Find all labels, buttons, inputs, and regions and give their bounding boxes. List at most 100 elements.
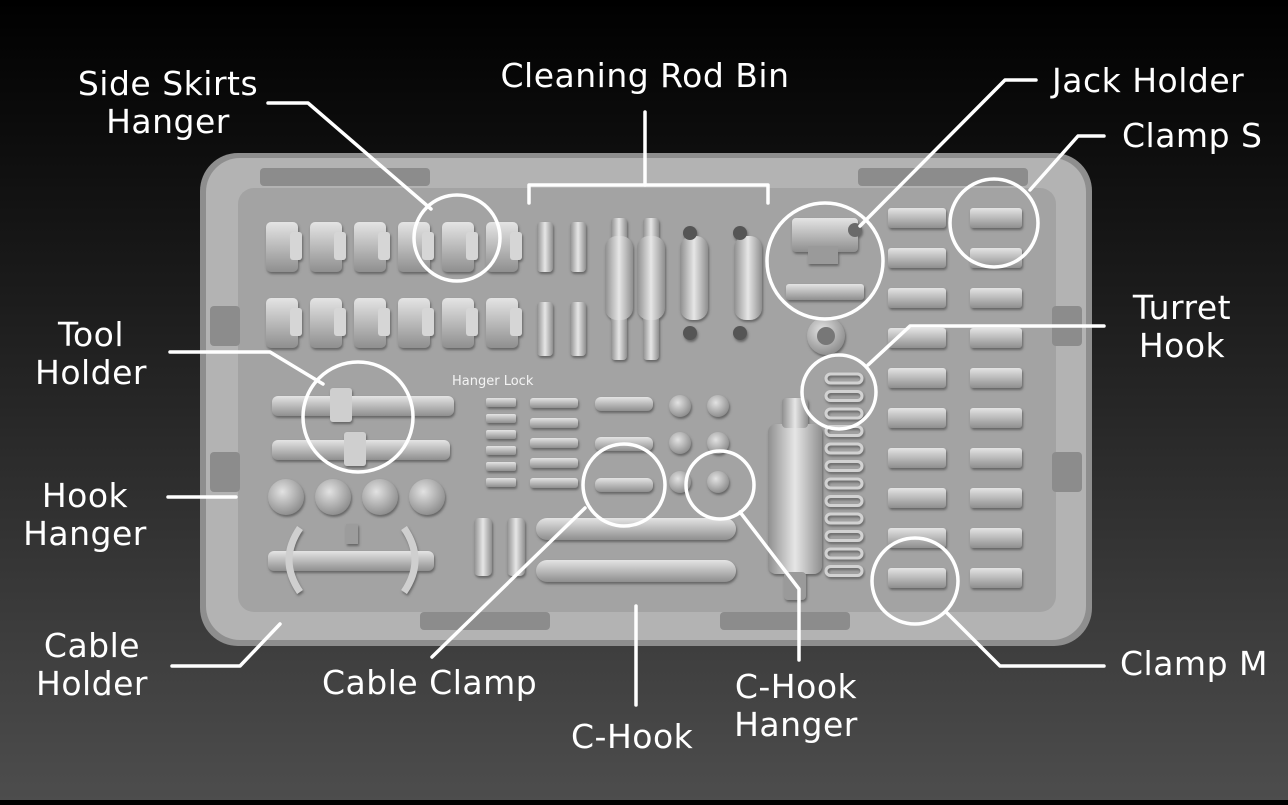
hook-hanger-disc xyxy=(362,479,398,515)
clamp xyxy=(888,568,946,588)
c-hook-hanger-parts xyxy=(669,395,729,493)
side-skirts-hanger-callout-ring xyxy=(412,193,502,283)
side-skirts-hanger-tab xyxy=(510,308,522,336)
tool-holder-clip xyxy=(330,388,352,422)
side-skirts-hanger-tab xyxy=(466,232,478,260)
side-skirts-hanger-tab xyxy=(290,308,302,336)
turret-hook-label: Turret Hook xyxy=(1116,289,1248,365)
cable-clamp-side xyxy=(474,518,492,576)
tool-holder-label: Tool Holder xyxy=(28,316,154,392)
clamp xyxy=(888,248,946,268)
clamp xyxy=(970,448,1022,468)
side-skirts-hanger xyxy=(266,298,298,348)
hook-hanger-parts xyxy=(268,479,445,515)
rod-bin-wheel xyxy=(637,236,665,320)
rod-bin-small-clip xyxy=(537,222,553,272)
side-skirts-hanger xyxy=(442,298,474,348)
c-hook-hanger-knob xyxy=(669,395,691,417)
side-skirts-hanger-parts xyxy=(266,222,522,348)
side-skirts-hanger-leader xyxy=(266,101,433,211)
hook-hanger-disc xyxy=(268,479,304,515)
side-skirts-hanger-tab xyxy=(422,308,434,336)
jack-holder-label: Jack Holder xyxy=(1052,61,1245,100)
rim-notch xyxy=(720,612,850,630)
hanger-lock-bar xyxy=(486,462,516,471)
turret-hook xyxy=(824,477,864,490)
jack-cylinder-top xyxy=(782,398,808,428)
hook-hanger-label-line-2: Hanger xyxy=(23,514,147,553)
rod-bin-wheel xyxy=(734,236,762,320)
clamp xyxy=(888,408,946,428)
side-skirts-hanger-tab xyxy=(378,232,390,260)
hook-hanger-label: Hook Hanger xyxy=(14,477,156,553)
turret-hook-label-line-2: Hook xyxy=(1138,326,1226,365)
clamp-parts xyxy=(888,208,1022,588)
clamp xyxy=(970,288,1022,308)
hanger-lock-parts xyxy=(486,398,578,488)
jack-cylinder-part xyxy=(768,398,822,600)
c-hook xyxy=(536,518,736,540)
side-skirts-hanger-tab xyxy=(290,232,302,260)
jack-holder-leader xyxy=(858,78,1038,228)
turret-hook xyxy=(824,547,864,560)
clamp-s-label: Clamp S xyxy=(1122,116,1263,155)
cable-holder-bar xyxy=(268,551,434,571)
tool-holder-label-line-2: Holder xyxy=(35,353,147,392)
hanger-lock-bar xyxy=(530,458,578,468)
clamp xyxy=(888,448,946,468)
turret-hook xyxy=(824,442,864,455)
side-skirts-hanger xyxy=(442,222,474,272)
clamp xyxy=(888,368,946,388)
rim-notch xyxy=(420,612,550,630)
tool-holder-callout-ring xyxy=(301,360,415,474)
side-skirts-hanger-tab xyxy=(378,308,390,336)
clamp-m-callout-ring xyxy=(870,536,960,626)
rod-bin-small-clip xyxy=(570,222,586,272)
clamp-m-label: Clamp M xyxy=(1120,644,1268,683)
side-skirts-hanger-label: Side Skirts Hanger xyxy=(70,65,266,141)
cleaning-rod-bin-label: Cleaning Rod Bin xyxy=(500,56,790,95)
hook-hanger-disc xyxy=(315,479,351,515)
side-skirts-hanger-label-line-2: Hanger xyxy=(106,102,230,141)
hanger-lock-bar xyxy=(486,478,516,487)
tool-holder-label-line-1: Tool xyxy=(57,315,125,354)
side-skirts-hanger xyxy=(310,298,342,348)
cable-clamp xyxy=(595,397,653,411)
c-hook-hanger-callout-ring xyxy=(684,449,756,521)
hanger-lock-bar xyxy=(486,414,516,423)
turret-hook-label-line-1: Turret xyxy=(1132,288,1232,327)
turret-hook-leader xyxy=(866,324,1106,367)
cleaning-rod-bin-parts xyxy=(537,218,762,360)
cable-holder-label-line-1: Cable xyxy=(43,626,141,665)
cable-holder-left-arc xyxy=(285,526,303,594)
cable-clamp-callout-ring xyxy=(581,442,667,528)
clamp xyxy=(970,488,1022,508)
side-skirts-hanger-tab xyxy=(334,308,346,336)
hook-hanger-disc xyxy=(409,479,445,515)
clamp xyxy=(888,288,946,308)
rim-notch xyxy=(260,168,430,186)
cable-holder-post xyxy=(346,524,358,544)
clamp-m-leader xyxy=(944,610,1106,668)
cable-clamp-leader xyxy=(430,506,587,659)
jack-holder-block xyxy=(792,218,858,252)
hanger-lock-bar xyxy=(530,398,578,408)
rim-notch xyxy=(1052,452,1082,492)
clamp xyxy=(970,408,1022,428)
side-skirts-hanger xyxy=(486,298,518,348)
turret-hook-parts xyxy=(824,372,864,577)
jack-holder-stand xyxy=(808,246,838,264)
clamp xyxy=(888,488,946,508)
clamp xyxy=(970,528,1022,548)
cable-clamp-side xyxy=(507,518,525,576)
rod-bin-small-clip xyxy=(570,302,586,356)
clamp xyxy=(888,208,946,228)
cable-holder-label-line-2: Holder xyxy=(36,664,148,703)
c-hook-hanger-knob xyxy=(707,395,729,417)
turret-hook-callout-ring xyxy=(800,353,878,431)
rod-bin-small-clip xyxy=(537,302,553,356)
cable-holder-leader xyxy=(170,622,282,668)
rod-bin-knob xyxy=(683,326,697,340)
clamp xyxy=(970,208,1022,228)
